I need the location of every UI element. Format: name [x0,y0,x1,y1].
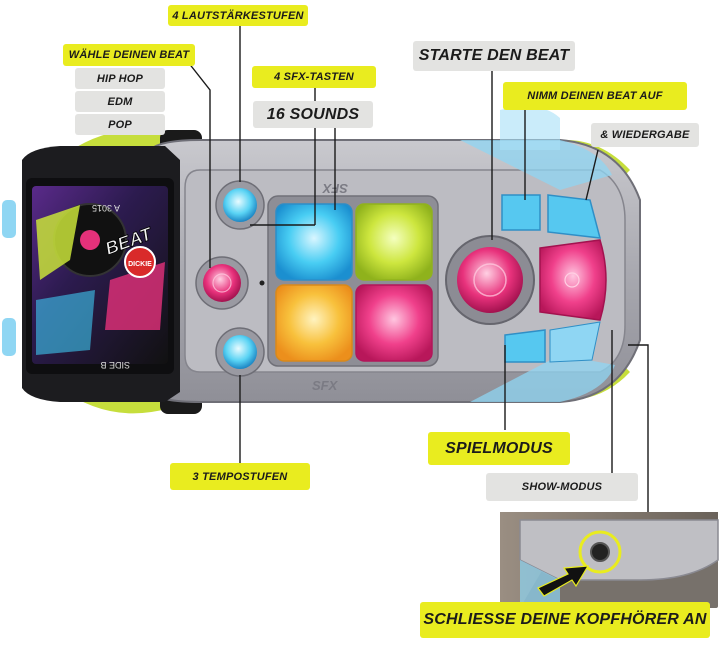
label-beat-edm: EDM [75,91,165,112]
label-game-mode: SPIELMODUS [428,432,570,465]
brand-badge-text: DICKIE [128,261,152,268]
label-sfx-buttons: 4 SFX-TASTEN [252,66,376,88]
sfx-print-bottom: SFX [312,378,339,393]
volume-knob [223,188,257,222]
label-choose-beat: WÄHLE DEINEN BEAT [63,44,195,66]
label-record-beat: NIMM DEINEN BEAT AUF [503,82,687,110]
screen-art-splash [36,205,80,280]
label-beat-hiphop: HIP HOP [75,68,165,89]
rear-light-top [2,200,16,238]
pad-green [355,203,433,281]
tempo-knob [223,335,257,369]
label-volume-levels: 4 LAUTSTÄRKESTUFEN [168,5,308,26]
pad-orange [275,284,353,362]
game-mode-button [539,239,607,321]
pad-blue [275,203,353,281]
label-playback: & WIEDERGABE [591,123,699,147]
label-connect-headphones: SCHLIESSE DEINE KOPFHÖRER AN [420,602,710,638]
screen-side-a: A 3015 [92,203,120,213]
jack-highlight-ring [578,530,622,574]
start-beat-button [457,247,523,313]
label-start-beat: STARTE DEN BEAT [413,41,575,71]
record-button [501,194,541,231]
front-light-bottom [470,355,615,402]
pad-pink [355,284,433,362]
rear-light-bottom [2,318,16,356]
front-light-top [460,140,612,190]
playback-button [547,194,602,239]
jack-pointer-arrow-icon [537,565,590,597]
headphone-jack [590,542,610,562]
screen-side-b: SIDE B [100,360,130,370]
label-16-sounds: 16 SOUNDS [253,101,373,128]
label-beat-pop: POP [75,114,165,135]
beat-select-knob [203,264,241,302]
label-show-mode: SHOW-MODUS [486,473,638,501]
front-light-top-dome [500,106,560,150]
brand-badge-icon [124,246,156,278]
label-tempo-levels: 3 TEMPOSTUFEN [170,463,310,490]
